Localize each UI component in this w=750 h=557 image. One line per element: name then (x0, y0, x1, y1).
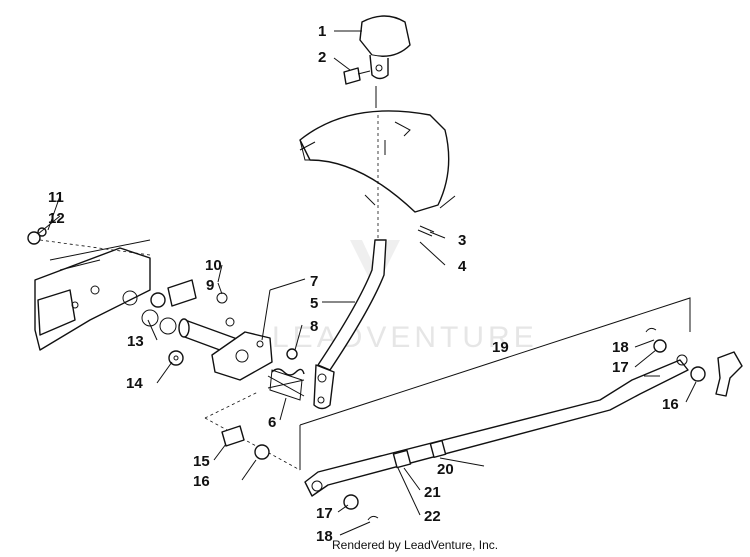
callout-8: 8 (310, 318, 318, 335)
callout-19: 19 (492, 339, 509, 356)
callout-4: 4 (458, 258, 467, 275)
footer-credit: Rendered by LeadVenture, Inc. (332, 538, 499, 552)
callout-14: 14 (126, 375, 143, 392)
callout-18-right: 18 (612, 339, 629, 356)
knob-screw (343, 67, 371, 85)
shift-knob (359, 15, 411, 80)
callout-22: 22 (424, 508, 441, 525)
callout-5: 5 (310, 295, 318, 312)
callout-12: 12 (48, 210, 65, 227)
shift-rod (304, 354, 689, 497)
callout-20: 20 (437, 461, 454, 478)
callout-13: 13 (127, 333, 144, 350)
callout-17-left: 17 (316, 505, 333, 522)
callout-16-right: 16 (662, 396, 679, 413)
detent-plate (211, 331, 273, 381)
callout-15: 15 (193, 453, 210, 470)
fitting-15 (221, 425, 245, 447)
callout-16-left: 16 (193, 473, 210, 490)
return-spring (267, 368, 305, 401)
watermark: LEADVENTURE (272, 240, 538, 354)
watermark-text: LEADVENTURE (272, 321, 538, 354)
callout-9: 9 (206, 277, 214, 294)
leader-lines (37, 30, 697, 536)
shift-cover (299, 110, 456, 213)
callout-2: 2 (318, 49, 326, 66)
callout-21: 21 (424, 484, 441, 501)
shift-shaft (141, 279, 241, 357)
transmission-arm (715, 351, 743, 397)
callout-3: 3 (458, 232, 466, 249)
callout-1: 1 (318, 23, 326, 40)
callout-6: 6 (268, 414, 276, 431)
bolt-11-12 (27, 227, 47, 245)
callout-labels: 1 2 3 4 5 6 7 8 9 10 11 12 13 14 15 16 1… (48, 23, 679, 545)
callout-7: 7 (310, 273, 318, 290)
frame-bracket (34, 239, 151, 351)
callout-10: 10 (205, 257, 222, 274)
shift-lever (313, 239, 387, 410)
callout-18-left: 18 (316, 528, 333, 545)
callout-17-right: 17 (612, 359, 629, 376)
callout-11: 11 (48, 189, 64, 206)
